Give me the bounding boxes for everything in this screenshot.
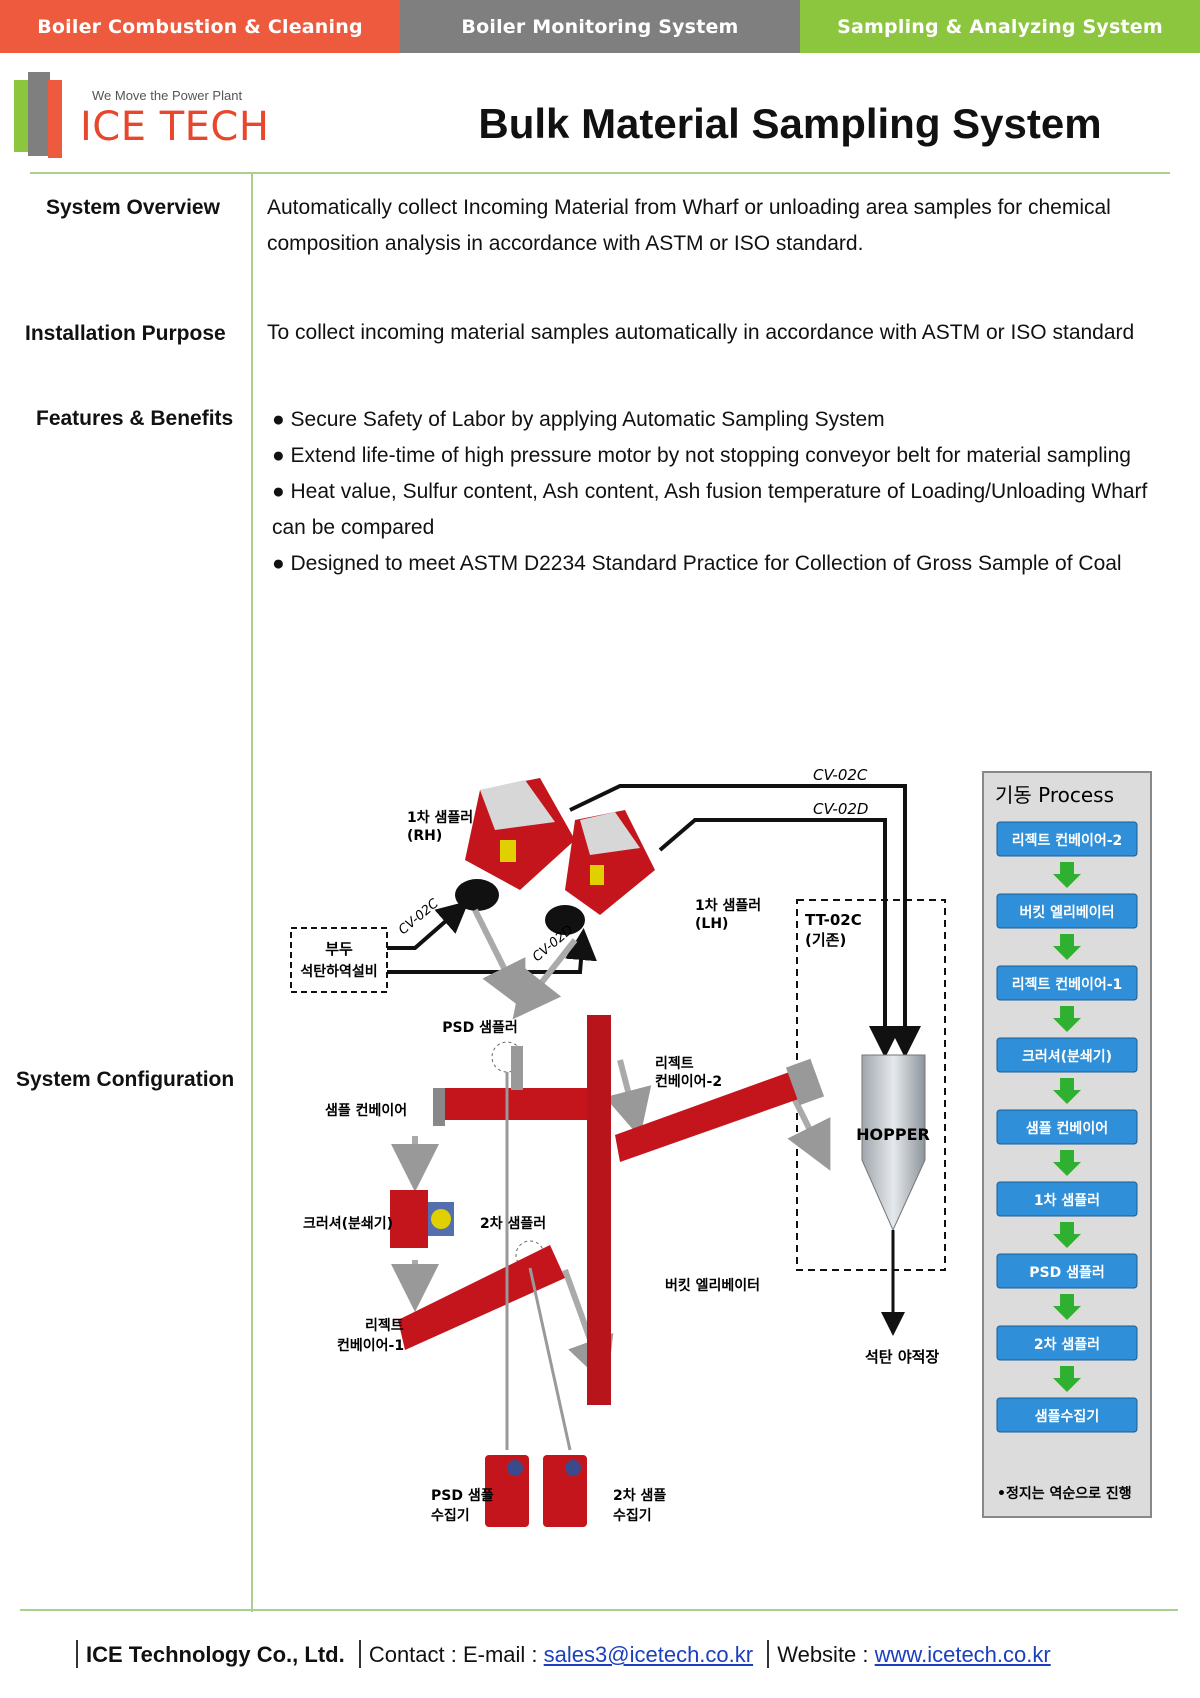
footer-separator — [767, 1640, 770, 1668]
down-arrow-icon — [1053, 862, 1081, 888]
hopper — [861, 1054, 926, 1232]
tab-boiler-monitoring[interactable]: Boiler Monitoring System — [400, 0, 800, 53]
down-arrow-icon — [1053, 1366, 1081, 1392]
sample-conveyor — [433, 1046, 611, 1126]
process-step-box — [996, 821, 1138, 857]
cv02d-label: CV-02D — [813, 800, 868, 818]
down-arrow-icon — [1053, 1006, 1081, 1032]
logo-brand: ICE TECH — [80, 104, 270, 150]
reject-conveyor1-label: 리젝트 — [365, 1317, 404, 1334]
logo-tagline: We Move the Power Plant — [92, 88, 243, 103]
features-benefits-label: Features & Benefits — [36, 407, 234, 430]
footer-separator — [358, 1640, 361, 1668]
down-arrow-icon — [1053, 1078, 1081, 1104]
process-step-label: 샘플 컨베이어 — [1026, 1120, 1108, 1137]
footer-divider — [20, 1609, 1178, 1611]
sample2-collector — [543, 1455, 587, 1527]
tab-boiler-combustion[interactable]: Boiler Combustion & Cleaning — [0, 0, 400, 53]
sampler1-lh-sub: (LH) — [695, 916, 728, 932]
process-step-box — [996, 1109, 1138, 1145]
down-arrow-icon — [1053, 934, 1081, 960]
logo-mark-icon — [14, 72, 62, 158]
tt02c-label: TT-02C — [805, 911, 862, 929]
process-step-label: 1차 샘플러 — [1034, 1193, 1100, 1209]
feature-item: ● Designed to meet ASTM D2234 Standard P… — [272, 552, 1122, 575]
tt02c-sub: (기존) — [805, 931, 846, 949]
page-title: Bulk Material Sampling System — [478, 100, 1102, 147]
system-configuration-label: System Configuration — [16, 1068, 235, 1091]
crusher — [390, 1190, 454, 1248]
website-link[interactable]: www.icetech.co.kr — [874, 1642, 1051, 1667]
process-step-box — [996, 893, 1138, 929]
process-step-label: 크러셔(분쇄기) — [1022, 1048, 1112, 1065]
psd-collector-sub: 수집기 — [431, 1507, 470, 1524]
feature-item: ● Extend life-time of high pressure moto… — [272, 444, 1131, 467]
website-label: Website : — [777, 1642, 875, 1667]
sample2-collector-sub: 수집기 — [613, 1507, 652, 1524]
sample-conveyor-label: 샘플 컨베이어 — [325, 1102, 407, 1119]
process-step-box — [996, 1181, 1138, 1217]
psd-sampler-label: PSD 샘플러 — [442, 1020, 517, 1036]
hopper-label: HOPPER — [856, 1125, 930, 1144]
installation-purpose-label: Installation Purpose — [25, 322, 226, 345]
sampler1-rh-sub: (RH) — [407, 828, 442, 844]
sample2-collector-label: 2차 샘플 — [613, 1488, 666, 1504]
features-list: ● Secure Safety of Labor by applying Aut… — [272, 402, 1172, 582]
company-name: ICE Technology Co., Ltd. — [86, 1642, 345, 1667]
system-overview-text: Automatically collect Incoming Material … — [267, 196, 1111, 255]
email-link[interactable]: sales3@icetech.co.kr — [543, 1642, 754, 1667]
top-tab-bar: Boiler Combustion & Cleaning Boiler Moni… — [0, 0, 1200, 53]
process-step-label: PSD 샘플러 — [1029, 1265, 1104, 1281]
process-step-label: 버킷 엘리베이터 — [1019, 904, 1114, 921]
sampler1-lh-label: 1차 샘플러 — [695, 898, 761, 914]
system-configuration-diagram: CV-02C CV-02D 1차 샘플러 (RH) 1차 샘플러 (LH) TT… — [265, 750, 1165, 1550]
reject-conveyor1-sub: 컨베이어-1 — [337, 1337, 404, 1354]
wharf-label: 부두 — [325, 940, 353, 958]
process-step-label: 샘플수집기 — [1035, 1408, 1099, 1425]
system-overview-label: System Overview — [46, 196, 220, 219]
bucket-elevator-label: 버킷 엘리베이터 — [665, 1277, 760, 1294]
primary-sampler-rh — [455, 778, 575, 911]
header-divider — [30, 172, 1170, 174]
down-arrow-icon — [1053, 1150, 1081, 1176]
process-note: •정지는 역순으로 진행 — [997, 1485, 1132, 1502]
down-arrow-icon — [1053, 1222, 1081, 1248]
reject-conveyor1 — [398, 1245, 565, 1350]
contact-label: Contact : E-mail : — [368, 1642, 544, 1667]
process-step-label: 2차 샘플러 — [1034, 1337, 1100, 1353]
installation-purpose-text: To collect incoming material samples aut… — [267, 321, 1135, 344]
process-step-label: 리젝트 컨베이어-2 — [1012, 832, 1123, 849]
process-step-box — [996, 1325, 1138, 1361]
primary-sampler-lh — [545, 810, 655, 935]
process-step-box — [996, 1397, 1138, 1433]
process-step-box — [996, 965, 1138, 1001]
column-divider — [251, 174, 253, 1612]
reject-conveyor2-sub: 컨베이어-2 — [655, 1073, 722, 1090]
tab-sampling-analyzing[interactable]: Sampling & Analyzing System — [800, 0, 1200, 53]
cv02c-label: CV-02C — [813, 766, 868, 784]
wharf-sub: 석탄하역설비 — [300, 963, 377, 980]
process-step-box — [996, 1253, 1138, 1289]
feature-item: ● Heat value, Sulfur content, Ash conten… — [272, 480, 1148, 539]
process-step-box — [996, 1037, 1138, 1073]
footer-separator — [76, 1640, 78, 1668]
reject-conveyor2-label: 리젝트 — [655, 1055, 694, 1072]
down-arrow-icon — [1053, 1294, 1081, 1320]
bucket-elevator — [587, 1015, 611, 1405]
crusher-label: 크러셔(분쇄기) — [303, 1215, 393, 1232]
ice-tech-logo — [12, 70, 282, 160]
psd-collector-label: PSD 샘플 — [431, 1488, 494, 1504]
process-step-label: 리젝트 컨베이어-1 — [1012, 976, 1123, 993]
psd-collector — [485, 1455, 529, 1527]
feature-item: ● Secure Safety of Labor by applying Aut… — [272, 408, 885, 431]
sampler1-rh-label: 1차 샘플러 — [407, 810, 473, 826]
process-title: 기동 Process — [995, 783, 1114, 807]
coal-yard-label: 석탄 야적장 — [865, 1348, 939, 1366]
sampler2-label: 2차 샘플러 — [480, 1216, 546, 1232]
footer: ICE Technology Co., Ltd. Contact : E-mai… — [68, 1640, 1178, 1668]
